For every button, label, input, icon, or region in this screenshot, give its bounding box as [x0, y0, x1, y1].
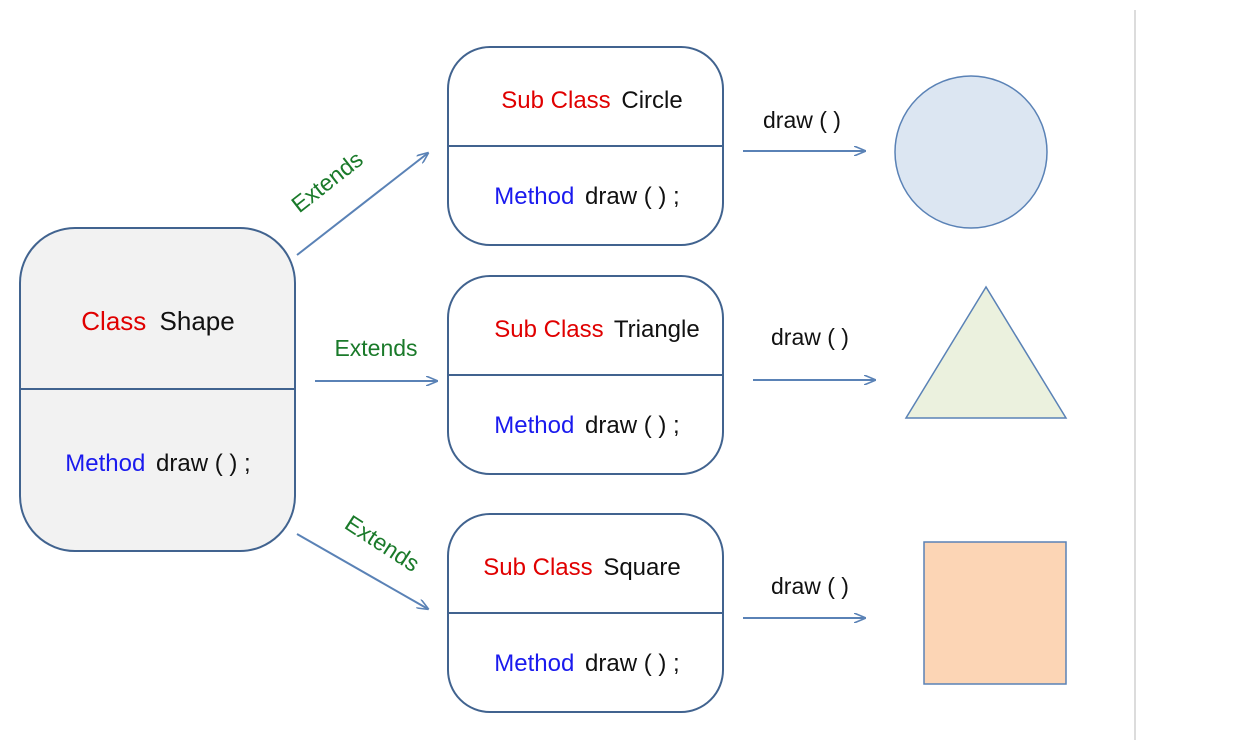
method-keyword: Method — [65, 450, 145, 477]
subclass-name: Square — [603, 554, 680, 581]
method-keyword: Method — [494, 412, 574, 439]
subclass-title: Sub Class Circle — [501, 87, 682, 114]
subclass-keyword: Sub Class — [501, 87, 610, 114]
subclass-title: Sub Class Square — [483, 554, 680, 581]
method-sig: draw ( ) ; — [156, 450, 251, 477]
parent-method-signature: Method draw ( ) ; — [65, 450, 250, 477]
parent-class-box: Class Shape Method draw ( ) ; — [19, 227, 296, 552]
draw-label-circle: draw ( ) — [763, 107, 841, 133]
extends-label-circle: Extends — [286, 146, 367, 218]
method-keyword: Method — [494, 650, 574, 677]
extends-arrow-square — [296, 533, 428, 609]
method-sig: draw ( ) ; — [585, 650, 680, 677]
extends-arrow-circle — [296, 153, 428, 256]
subclass-title: Sub Class Triangle — [494, 316, 699, 343]
subclass-box-triangle: Sub Class Triangle Method draw ( ) ; — [447, 275, 724, 475]
subclass-method-signature: Method draw ( ) ; — [494, 183, 679, 210]
parent-class-title: Class Shape — [81, 306, 234, 336]
circle-icon — [894, 75, 1048, 229]
subclass-keyword: Sub Class — [494, 316, 603, 343]
subclass-name: Circle — [621, 87, 682, 114]
draw-label-triangle: draw ( ) — [771, 324, 849, 350]
method-keyword: Method — [494, 183, 574, 210]
extends-label-triangle: Extends — [334, 335, 417, 361]
class-name: Shape — [160, 306, 235, 336]
subclass-method-signature: Method draw ( ) ; — [494, 650, 679, 677]
subclass-box-circle: Sub Class Circle Method draw ( ) ; — [447, 46, 724, 246]
method-sig: draw ( ) ; — [585, 183, 680, 210]
square-icon — [923, 541, 1067, 685]
subclass-method-signature: Method draw ( ) ; — [494, 412, 679, 439]
subclass-name: Triangle — [614, 316, 700, 343]
triangle-icon — [904, 285, 1068, 419]
class-keyword: Class — [81, 306, 146, 336]
subclass-box-square: Sub Class Square Method draw ( ) ; — [447, 513, 724, 713]
subclass-keyword: Sub Class — [483, 554, 592, 581]
method-sig: draw ( ) ; — [585, 412, 680, 439]
draw-label-square: draw ( ) — [771, 573, 849, 599]
